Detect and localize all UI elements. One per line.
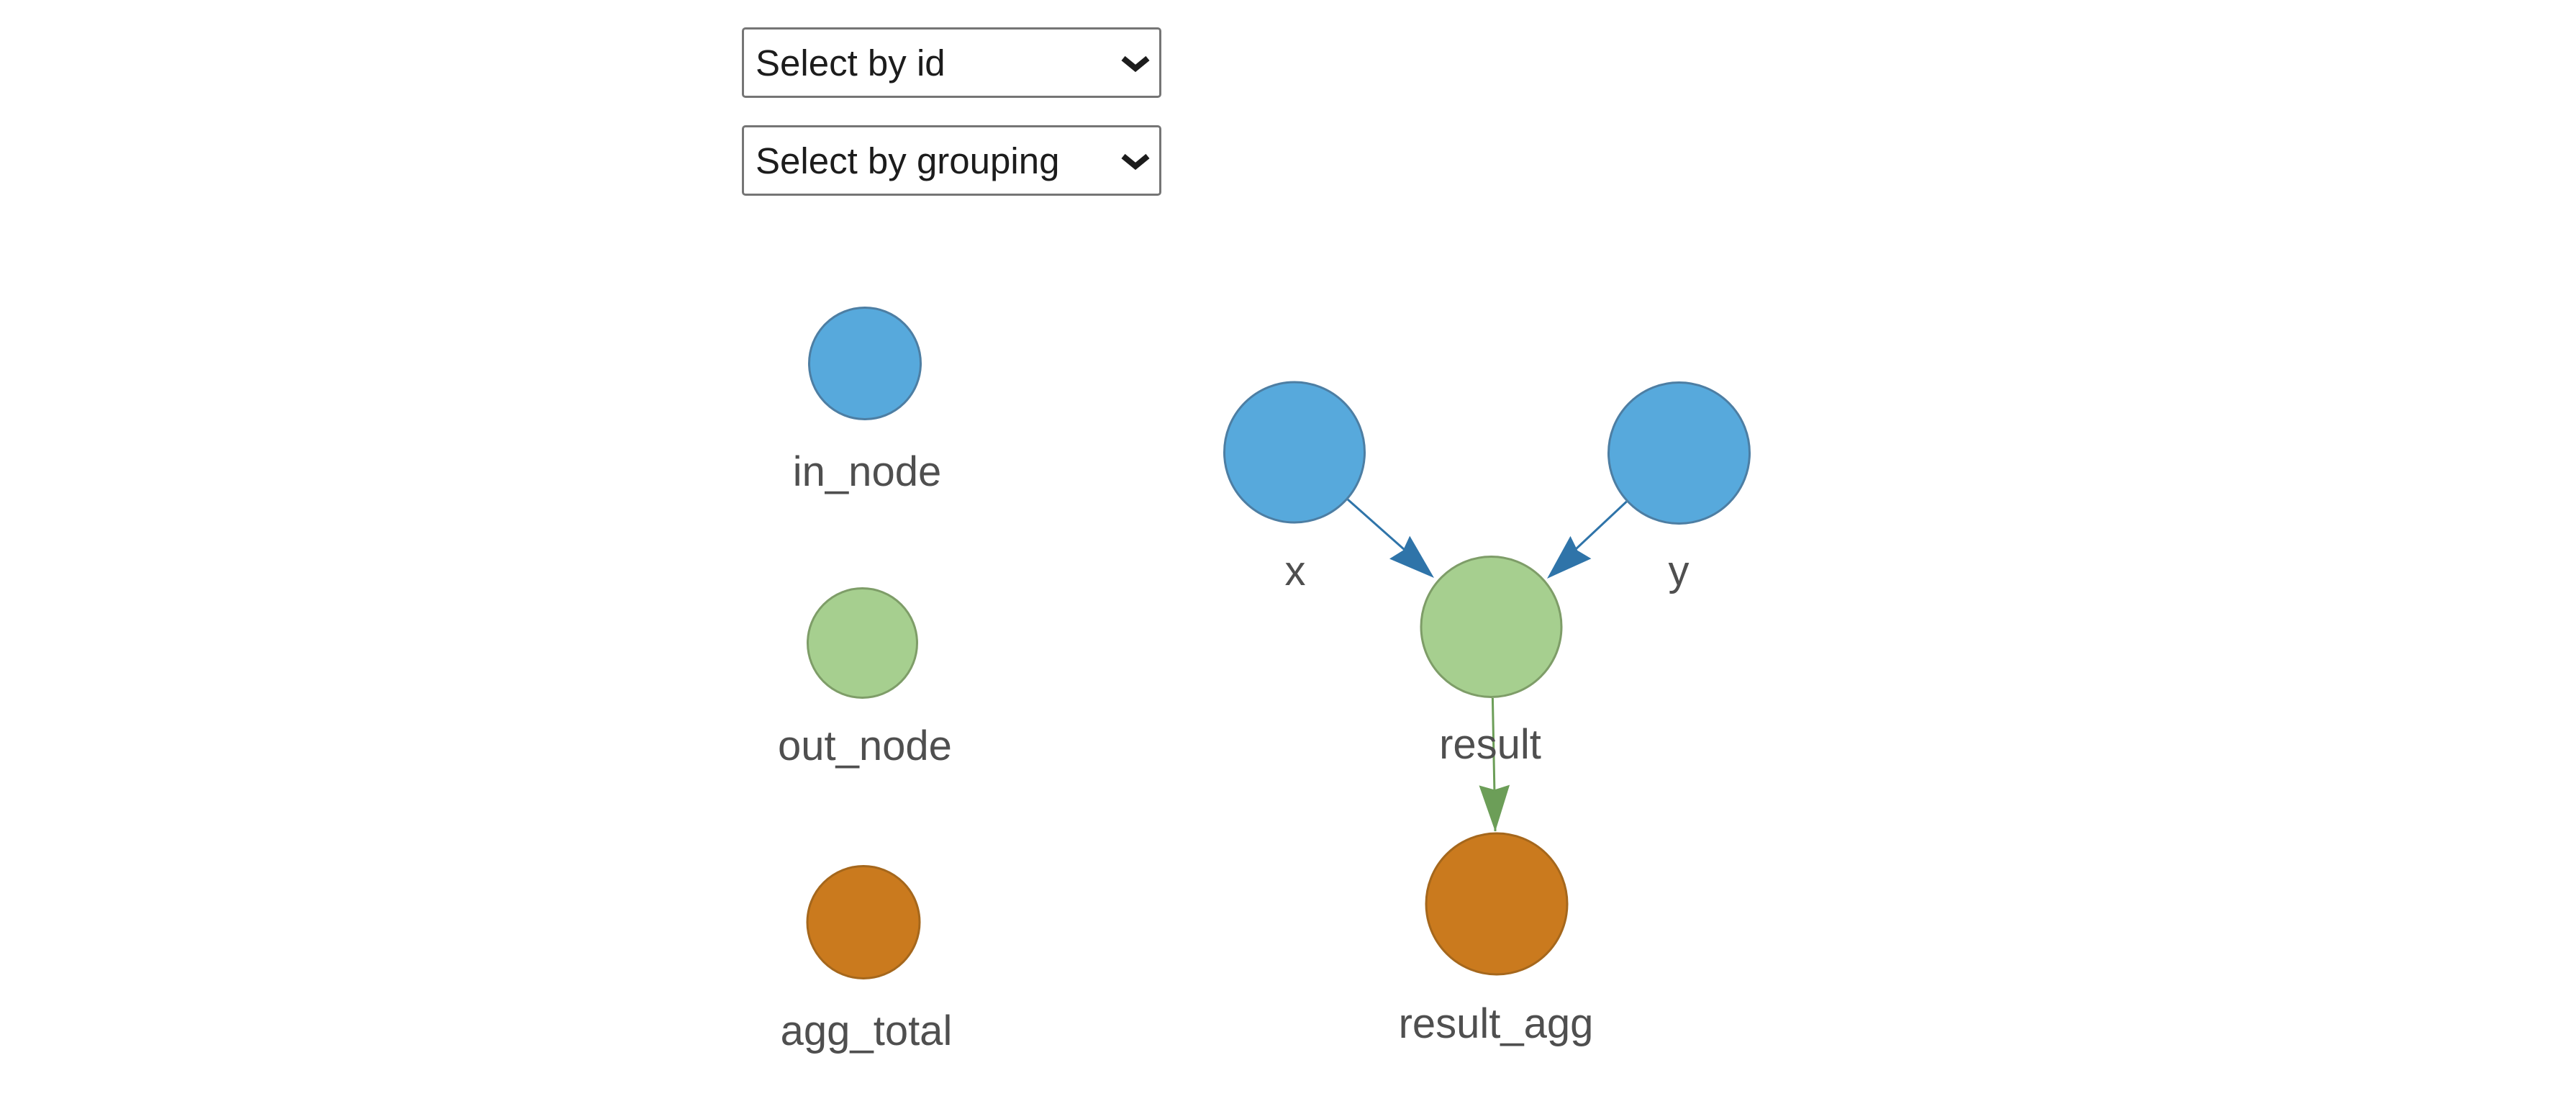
svg-text:result_agg: result_agg: [1399, 1000, 1594, 1047]
svg-text:out_node: out_node: [778, 723, 952, 769]
svg-text:in_node: in_node: [793, 448, 941, 495]
svg-text:result: result: [1439, 721, 1541, 768]
svg-text:y: y: [1669, 548, 1690, 594]
svg-text:agg_total: agg_total: [781, 1008, 953, 1054]
svg-text:x: x: [1285, 548, 1306, 594]
